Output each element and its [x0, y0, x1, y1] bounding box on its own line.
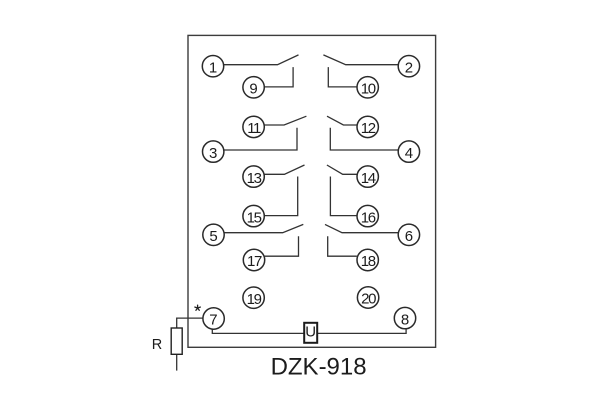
svg-text:1: 1 [209, 59, 217, 76]
svg-text:11: 11 [247, 120, 261, 137]
svg-text:5: 5 [209, 228, 217, 245]
svg-text:10: 10 [361, 81, 376, 98]
svg-text:3: 3 [209, 145, 217, 162]
svg-text:2: 2 [405, 59, 413, 76]
svg-text:DZK-918: DZK-918 [271, 354, 367, 381]
svg-text:13: 13 [247, 170, 262, 187]
svg-text:U: U [305, 324, 316, 341]
svg-text:7: 7 [209, 312, 217, 329]
svg-text:4: 4 [405, 145, 413, 162]
svg-text:R: R [152, 337, 162, 353]
svg-text:20: 20 [361, 291, 376, 308]
svg-text:16: 16 [361, 209, 376, 226]
svg-text:12: 12 [361, 120, 376, 137]
svg-text:9: 9 [249, 81, 257, 98]
svg-text:15: 15 [247, 209, 262, 226]
svg-text:19: 19 [247, 291, 262, 308]
svg-text:17: 17 [247, 253, 262, 270]
svg-text:6: 6 [405, 228, 413, 245]
svg-text:8: 8 [401, 311, 409, 328]
svg-text:18: 18 [361, 253, 376, 270]
svg-text:14: 14 [361, 170, 376, 187]
